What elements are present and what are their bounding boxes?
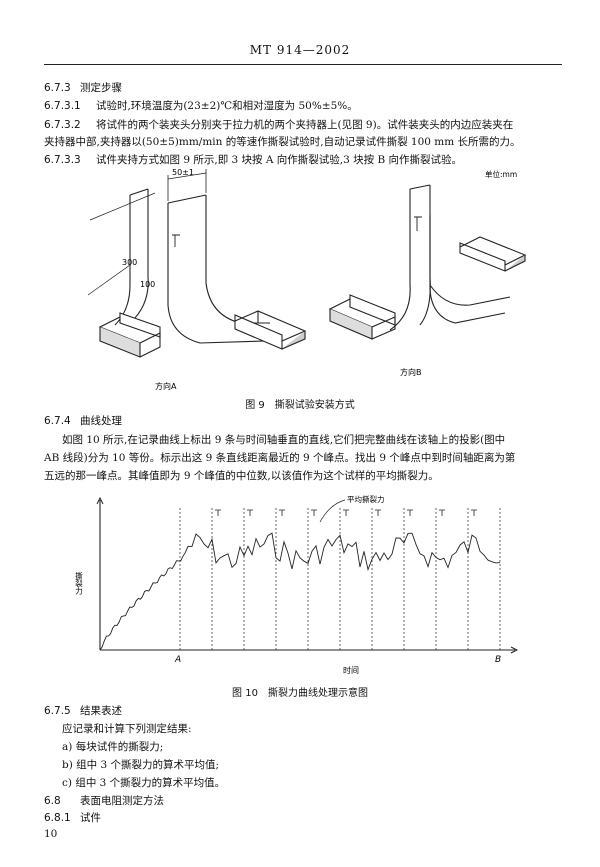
results-item-b: b) 组中 3 个撕裂力的算术平均值;: [62, 759, 220, 771]
section-6-7-4: 6.7.4 曲线处理: [44, 413, 122, 428]
results-intro: 应记录和计算下列测定结果:: [62, 723, 192, 735]
paragraph-line: AB 线段)分为 10 等份。标示出这 9 条直线距离最近的 9 个峰点。找出 …: [44, 452, 516, 464]
dimension-100-label: 100: [140, 280, 155, 289]
section-number: 6.7.3: [44, 82, 71, 94]
page-number: 10: [44, 828, 58, 840]
section-number: 6.7.4: [44, 415, 71, 427]
section-number: 6.7.3.2: [44, 119, 81, 131]
peak-marker: [215, 509, 221, 516]
section-number: 6.7.3.3: [44, 154, 81, 166]
section-title: 结果表述: [80, 705, 122, 717]
section-number: 6.7.3.1: [44, 100, 81, 112]
direction-b-label: 方向B: [400, 367, 422, 377]
section-6-8-1: 6.8.1 试件: [44, 810, 101, 825]
peak-marker: [343, 509, 349, 516]
figure-10-caption: 图 10 撕裂力曲线处理示意图: [232, 688, 368, 699]
paragraph-continuation: 夹持器中部,夹持器以(50±5)mm/min 的等速作撕裂试验时,自动记录试件撕…: [44, 136, 521, 148]
paragraph-line: 五远的那一峰点。其峰值即为 9 个峰值的中位数,以该值作为这个试样的平均撕裂力。: [44, 470, 439, 482]
header-rule: [44, 64, 562, 65]
section-number: 6.8: [44, 795, 61, 807]
section-6-7-3: 6.7.3 测定步骤: [44, 80, 122, 95]
results-item-a: a) 每块试件的撕裂力;: [62, 741, 164, 753]
section-6-7-3-3: 6.7.3.3 试件夹持方式如图 9 所示,即 3 块按 A 向作撕裂试验,3 块…: [44, 152, 462, 167]
peak-marker: [311, 509, 317, 516]
tear-force-curve: [99, 532, 501, 651]
section-title: 曲线处理: [80, 415, 122, 427]
x-axis-arrow: [510, 646, 519, 654]
direction-a-label: 方向A: [155, 381, 177, 391]
peak-marker: [471, 509, 477, 516]
peak-marker: [439, 509, 445, 516]
section-title: 测定步骤: [80, 82, 122, 94]
document-code: MT 914—2002: [249, 43, 351, 57]
figure-9-caption: 图 9 撕裂试验安装方式: [245, 400, 355, 411]
paragraph-text: 将试件的两个装夹头分别夹于拉力机的两个夹持器上(见图 9)。试件装夹头的内边应装…: [96, 119, 514, 131]
point-a-label: A: [174, 655, 181, 665]
section-number: 6.7.5: [44, 705, 71, 717]
section-title: 试件: [80, 812, 101, 824]
specimen-b: [328, 184, 527, 340]
section-6-7-3-2: 6.7.3.2 将试件的两个装夹头分别夹于拉力机的两个夹持器上(见图 9)。试件装…: [44, 117, 513, 132]
paragraph-text: 试验时,环境温度为(23±2)℃和相对湿度为 50%±5%。: [96, 100, 358, 112]
section-6-7-5: 6.7.5 结果表述: [44, 703, 122, 718]
figure-9-diagram: 50±1 300 100 单位:mm 方向A 方向B: [87, 168, 527, 391]
average-force-label: 平均撕裂力: [347, 494, 385, 504]
paragraph-text: 试件夹持方式如图 9 所示,即 3 块按 A 向作撕裂试验,3 块按 B 向作撕…: [96, 154, 463, 166]
section-6-8: 6.8 表面电阻测定方法: [44, 793, 164, 808]
average-force-pointer: [319, 499, 346, 523]
peak-marker: [279, 509, 285, 516]
results-item-c: c) 组中 3 个撕裂力的算术平均值。: [62, 777, 226, 789]
paragraph-line: 如图 10 所示,在记录曲线上标出 9 条与时间轴垂直的直线,它们把完整曲线在该…: [62, 434, 506, 446]
section-title: 表面电阻测定方法: [80, 795, 164, 807]
peak-marker: [407, 509, 413, 516]
point-b-label: B: [495, 655, 501, 665]
peak-marker: [247, 509, 253, 516]
figure-10-chart: 撕裂力 时间 A B 平均撕裂力: [75, 494, 519, 675]
specimen-a: [87, 169, 307, 358]
dimension-width-label: 50±1: [172, 168, 194, 177]
dimension-300-label: 300: [122, 258, 137, 267]
y-axis-label: 撕裂力: [75, 571, 84, 596]
section-6-7-3-1: 6.7.3.1 试验时,环境温度为(23±2)℃和相对湿度为 50%±5%。: [44, 98, 358, 113]
section-number: 6.8.1: [44, 812, 71, 824]
y-axis-arrow: [96, 496, 104, 505]
unit-label: 单位:mm: [485, 169, 517, 179]
peak-marker: [375, 509, 381, 516]
x-axis-label: 时间: [343, 665, 359, 675]
